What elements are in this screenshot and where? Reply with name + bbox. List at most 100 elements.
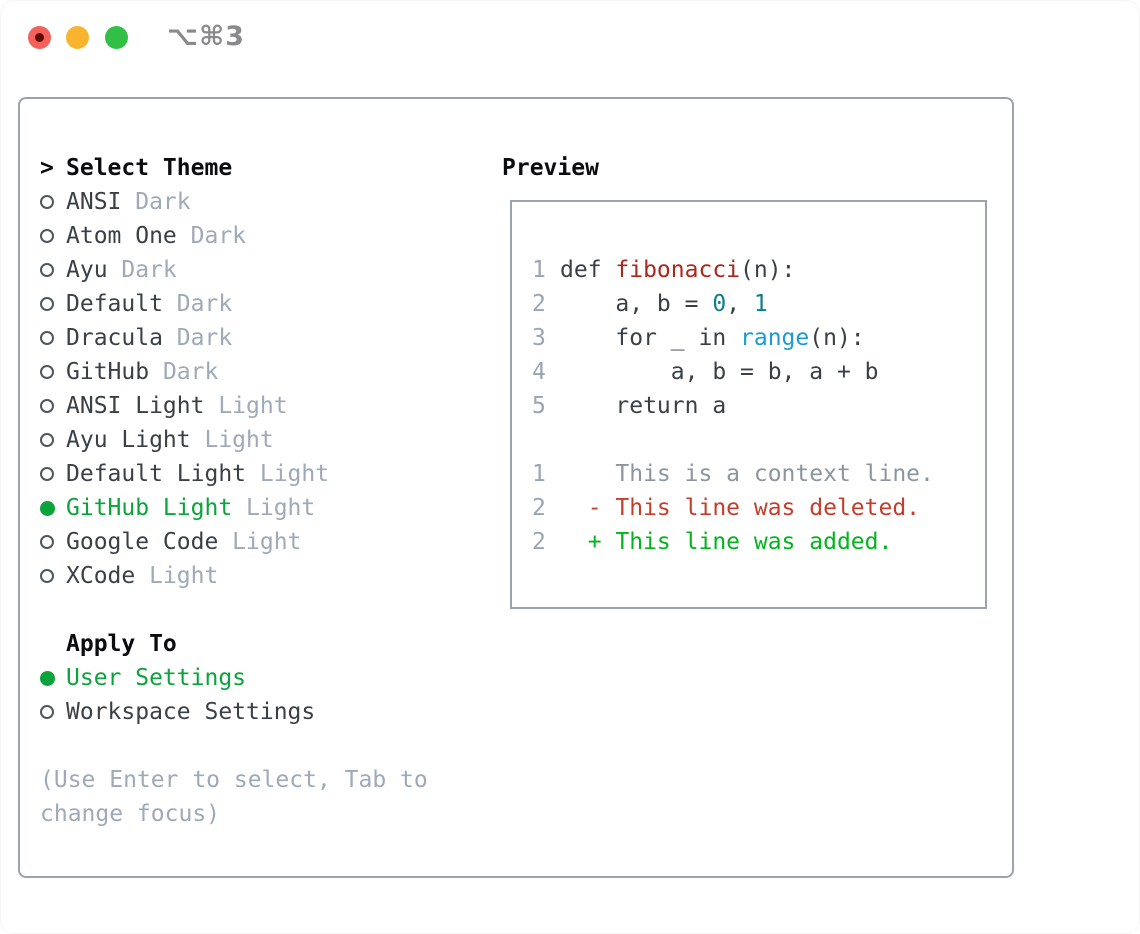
- theme-options: ANSI Dark Atom One Dark Ayu Dark Default…: [40, 185, 490, 593]
- prompt-icon: >: [40, 155, 54, 181]
- line-number: 4: [532, 359, 546, 385]
- theme-name: Atom One: [66, 223, 177, 249]
- code-segment: a, b =: [560, 291, 713, 317]
- theme-variant: Dark: [190, 223, 247, 249]
- select-theme-heading: Select Theme: [66, 155, 233, 181]
- theme-item[interactable]: Dracula Dark: [40, 321, 490, 355]
- radio-icon: [40, 229, 54, 243]
- radio-icon: [40, 433, 54, 447]
- preview-code: 1 def fibonacci(n): 2 a, b = 0, 1 3 for …: [532, 253, 985, 559]
- theme-item[interactable]: Atom One Dark: [40, 219, 490, 253]
- radio-icon: [40, 500, 55, 516]
- spacer: [40, 729, 490, 763]
- theme-name: GitHub: [66, 359, 150, 385]
- theme-variant: Light: [218, 393, 288, 419]
- theme-name: GitHub Light: [66, 495, 233, 521]
- radio-marker: [40, 535, 66, 549]
- theme-item[interactable]: Ayu Light Light: [40, 423, 490, 457]
- radio-icon: [40, 535, 54, 549]
- radio-marker: [40, 467, 66, 481]
- line-number: 2: [532, 291, 546, 317]
- preview-line: 4 a, b = b, a + b: [532, 355, 985, 389]
- code-segment: (n):: [740, 257, 796, 283]
- line-number: 2: [532, 529, 546, 555]
- radio-marker: [40, 229, 66, 243]
- radio-icon: [40, 705, 54, 719]
- spacer: [40, 593, 490, 627]
- preview-line: 1 def fibonacci(n):: [532, 253, 985, 287]
- radio-icon: [40, 331, 54, 345]
- theme-item[interactable]: Default Light Light: [40, 457, 490, 491]
- code-content: def fibonacci(n):: [560, 257, 795, 283]
- apply-option[interactable]: Workspace Settings: [40, 695, 490, 729]
- code-segment: - This line was deleted.: [560, 495, 921, 521]
- code-segment: return a: [560, 393, 727, 419]
- preview-panel: 1 def fibonacci(n): 2 a, b = 0, 1 3 for …: [510, 200, 987, 609]
- theme-item[interactable]: Google Code Light: [40, 525, 490, 559]
- code-segment: This is a context line.: [560, 461, 934, 487]
- theme-variant: Light: [246, 495, 316, 521]
- theme-item[interactable]: ANSI Dark: [40, 185, 490, 219]
- theme-name: Default Light: [66, 461, 247, 487]
- theme-name: Ayu Light: [66, 427, 191, 453]
- code-segment: ,: [726, 291, 754, 317]
- code-segment: 1: [753, 291, 768, 317]
- titlebar: ⌥⌘3: [0, 0, 1140, 74]
- apply-option[interactable]: User Settings: [40, 661, 490, 695]
- select-theme-header: > Select Theme: [40, 151, 490, 185]
- theme-name: Dracula: [66, 325, 163, 351]
- preview-line: 5 return a: [532, 389, 985, 423]
- radio-marker: [40, 569, 66, 583]
- code-segment: 0: [712, 291, 727, 317]
- code-content: return a: [560, 393, 726, 419]
- preview-line: 1 This is a context line.: [532, 457, 985, 491]
- radio-marker: [40, 297, 66, 311]
- theme-item[interactable]: ANSI Light Light: [40, 389, 490, 423]
- theme-item[interactable]: GitHub Light Light: [40, 491, 490, 525]
- radio-marker: [40, 331, 66, 345]
- theme-variant: Dark: [162, 359, 219, 385]
- line-number: 1: [532, 461, 546, 487]
- code-content: a, b = 0, 1: [560, 291, 768, 317]
- radio-icon: [40, 263, 54, 277]
- theme-item[interactable]: Default Dark: [40, 287, 490, 321]
- theme-name: Ayu: [66, 257, 108, 283]
- hint-text-line-1: (Use Enter to select, Tab to: [40, 767, 428, 793]
- code-segment: a, b = b, a + b: [560, 359, 879, 385]
- apply-to-header: Apply To: [40, 627, 490, 661]
- radio-icon: [40, 467, 54, 481]
- line-number: 3: [532, 325, 546, 351]
- code-content: + This line was added.: [560, 529, 893, 555]
- line-number: 5: [532, 393, 546, 419]
- radio-marker: [40, 500, 66, 516]
- theme-name: Google Code: [66, 529, 219, 555]
- theme-variant: Dark: [176, 291, 233, 317]
- preview-line: 2 + This line was added.: [532, 525, 985, 559]
- code-segment: for _ in: [560, 325, 741, 351]
- preview-line: 3 for _ in range(n):: [532, 321, 985, 355]
- minimize-button[interactable]: [66, 26, 89, 49]
- radio-marker: [40, 705, 66, 719]
- zoom-button[interactable]: [105, 26, 128, 49]
- radio-marker: [40, 263, 66, 277]
- line-number: 2: [532, 495, 546, 521]
- apply-option-label: User Settings: [66, 665, 247, 691]
- apply-to-heading: Apply To: [66, 631, 177, 657]
- radio-marker: [40, 433, 66, 447]
- theme-item[interactable]: XCode Light: [40, 559, 490, 593]
- theme-name: XCode: [66, 563, 136, 589]
- theme-item[interactable]: GitHub Dark: [40, 355, 490, 389]
- preview-heading: Preview: [502, 155, 599, 181]
- radio-marker: [40, 670, 66, 686]
- theme-variant: Dark: [176, 325, 233, 351]
- hint-text-line-2: change focus): [40, 801, 221, 827]
- radio-icon: [40, 399, 54, 413]
- theme-list: > Select Theme ANSI Dark Atom One Dark A…: [40, 151, 490, 831]
- theme-item[interactable]: Ayu Dark: [40, 253, 490, 287]
- window-title: ⌥⌘3: [167, 21, 245, 52]
- theme-variant: Light: [149, 563, 219, 589]
- close-button[interactable]: [28, 26, 51, 49]
- code-segment: fibonacci: [615, 257, 741, 283]
- apply-option-label: Workspace Settings: [66, 699, 316, 725]
- code-segment: range: [740, 325, 810, 351]
